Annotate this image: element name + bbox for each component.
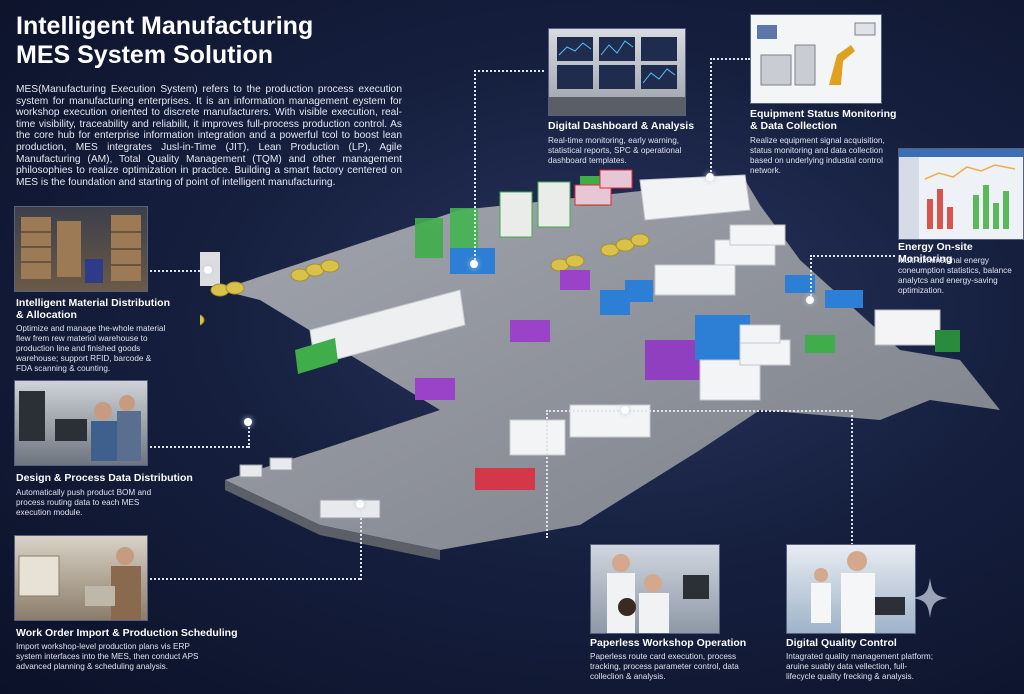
material-description: Optimize and manage the-whole material f… [16,324,166,373]
material-rolls [200,233,650,326]
intro-paragraph: MES(Manufacturing Execution System) refe… [16,84,402,188]
connector-node-workorder [356,500,364,508]
quality-lab-photo [786,544,916,634]
page-title-line2: MES System Solution [16,41,273,69]
connector-node-dashboard [470,260,478,268]
connector-material [150,270,208,272]
design-title: Design & Process Data Distribution [16,472,193,484]
paperless-title: Paperless Workshop Operation [590,637,747,649]
energy-description: Multi-dimensional energy coneumption sta… [898,256,1012,295]
green-cabinet [805,335,835,353]
equipment-photo [750,14,882,104]
connector-quality [851,410,853,545]
connector-node-energy [806,296,814,304]
connector-workorder [150,578,360,580]
connector-node-paperless [621,406,629,414]
red-roll-stations [574,169,633,206]
energy-title: Energy On-site Monitoring [898,241,973,265]
sparkle-icon [912,578,948,618]
quality-description: Intagrated quality management platform; … [786,652,934,681]
workorder-title: Work Order Import & Production Schedulin… [16,627,238,639]
connector-node-design [244,418,252,426]
dashboard-description: Real-time monitoring, early warning, sta… [548,136,682,165]
paperless-photo [590,544,720,634]
connector-node-equipment [706,173,714,181]
energy-software-photo [898,148,1024,240]
blue-machines [600,275,863,360]
connector-design [150,446,248,448]
workorder-description: Import workshop-level production plans v… [16,642,199,671]
equipment-title-line2: & Data Collection [750,120,837,132]
red-inspection-unit [475,468,535,490]
dashboard-title: Digital Dashboard & Analysis [548,120,695,132]
connector-equipment [710,58,712,176]
connector-dashboard [474,70,544,72]
office-desks [239,457,381,519]
workorder-photo [14,535,148,621]
purple-machines [415,270,700,400]
warehouse-photo [14,206,148,292]
material-title-line2: & Allocation [16,309,77,321]
factory-floor [220,180,1000,550]
design-description: Automatically push product BOM and proce… [16,488,152,517]
page-title-line1: Intelligent Manufacturing [16,12,314,40]
delivery-truck [874,309,960,352]
design-team-photo [14,380,148,466]
connector-paperless [546,410,548,538]
connector-node-material [204,266,212,274]
paperless-description: Paperless route card execution, process … [590,652,739,681]
material-title-line1: Intelligent Material Distribution [16,297,171,309]
equipment-title-line1: Equipment Status Monitoring [750,108,897,120]
factory-floor-illustration [200,169,1000,560]
dashboard-photo [548,28,686,116]
equipment-description: Realize equipment signal acquisition, st… [750,136,885,175]
connector-energy [810,255,812,300]
quality-title: Digital Quality Control [786,637,897,649]
